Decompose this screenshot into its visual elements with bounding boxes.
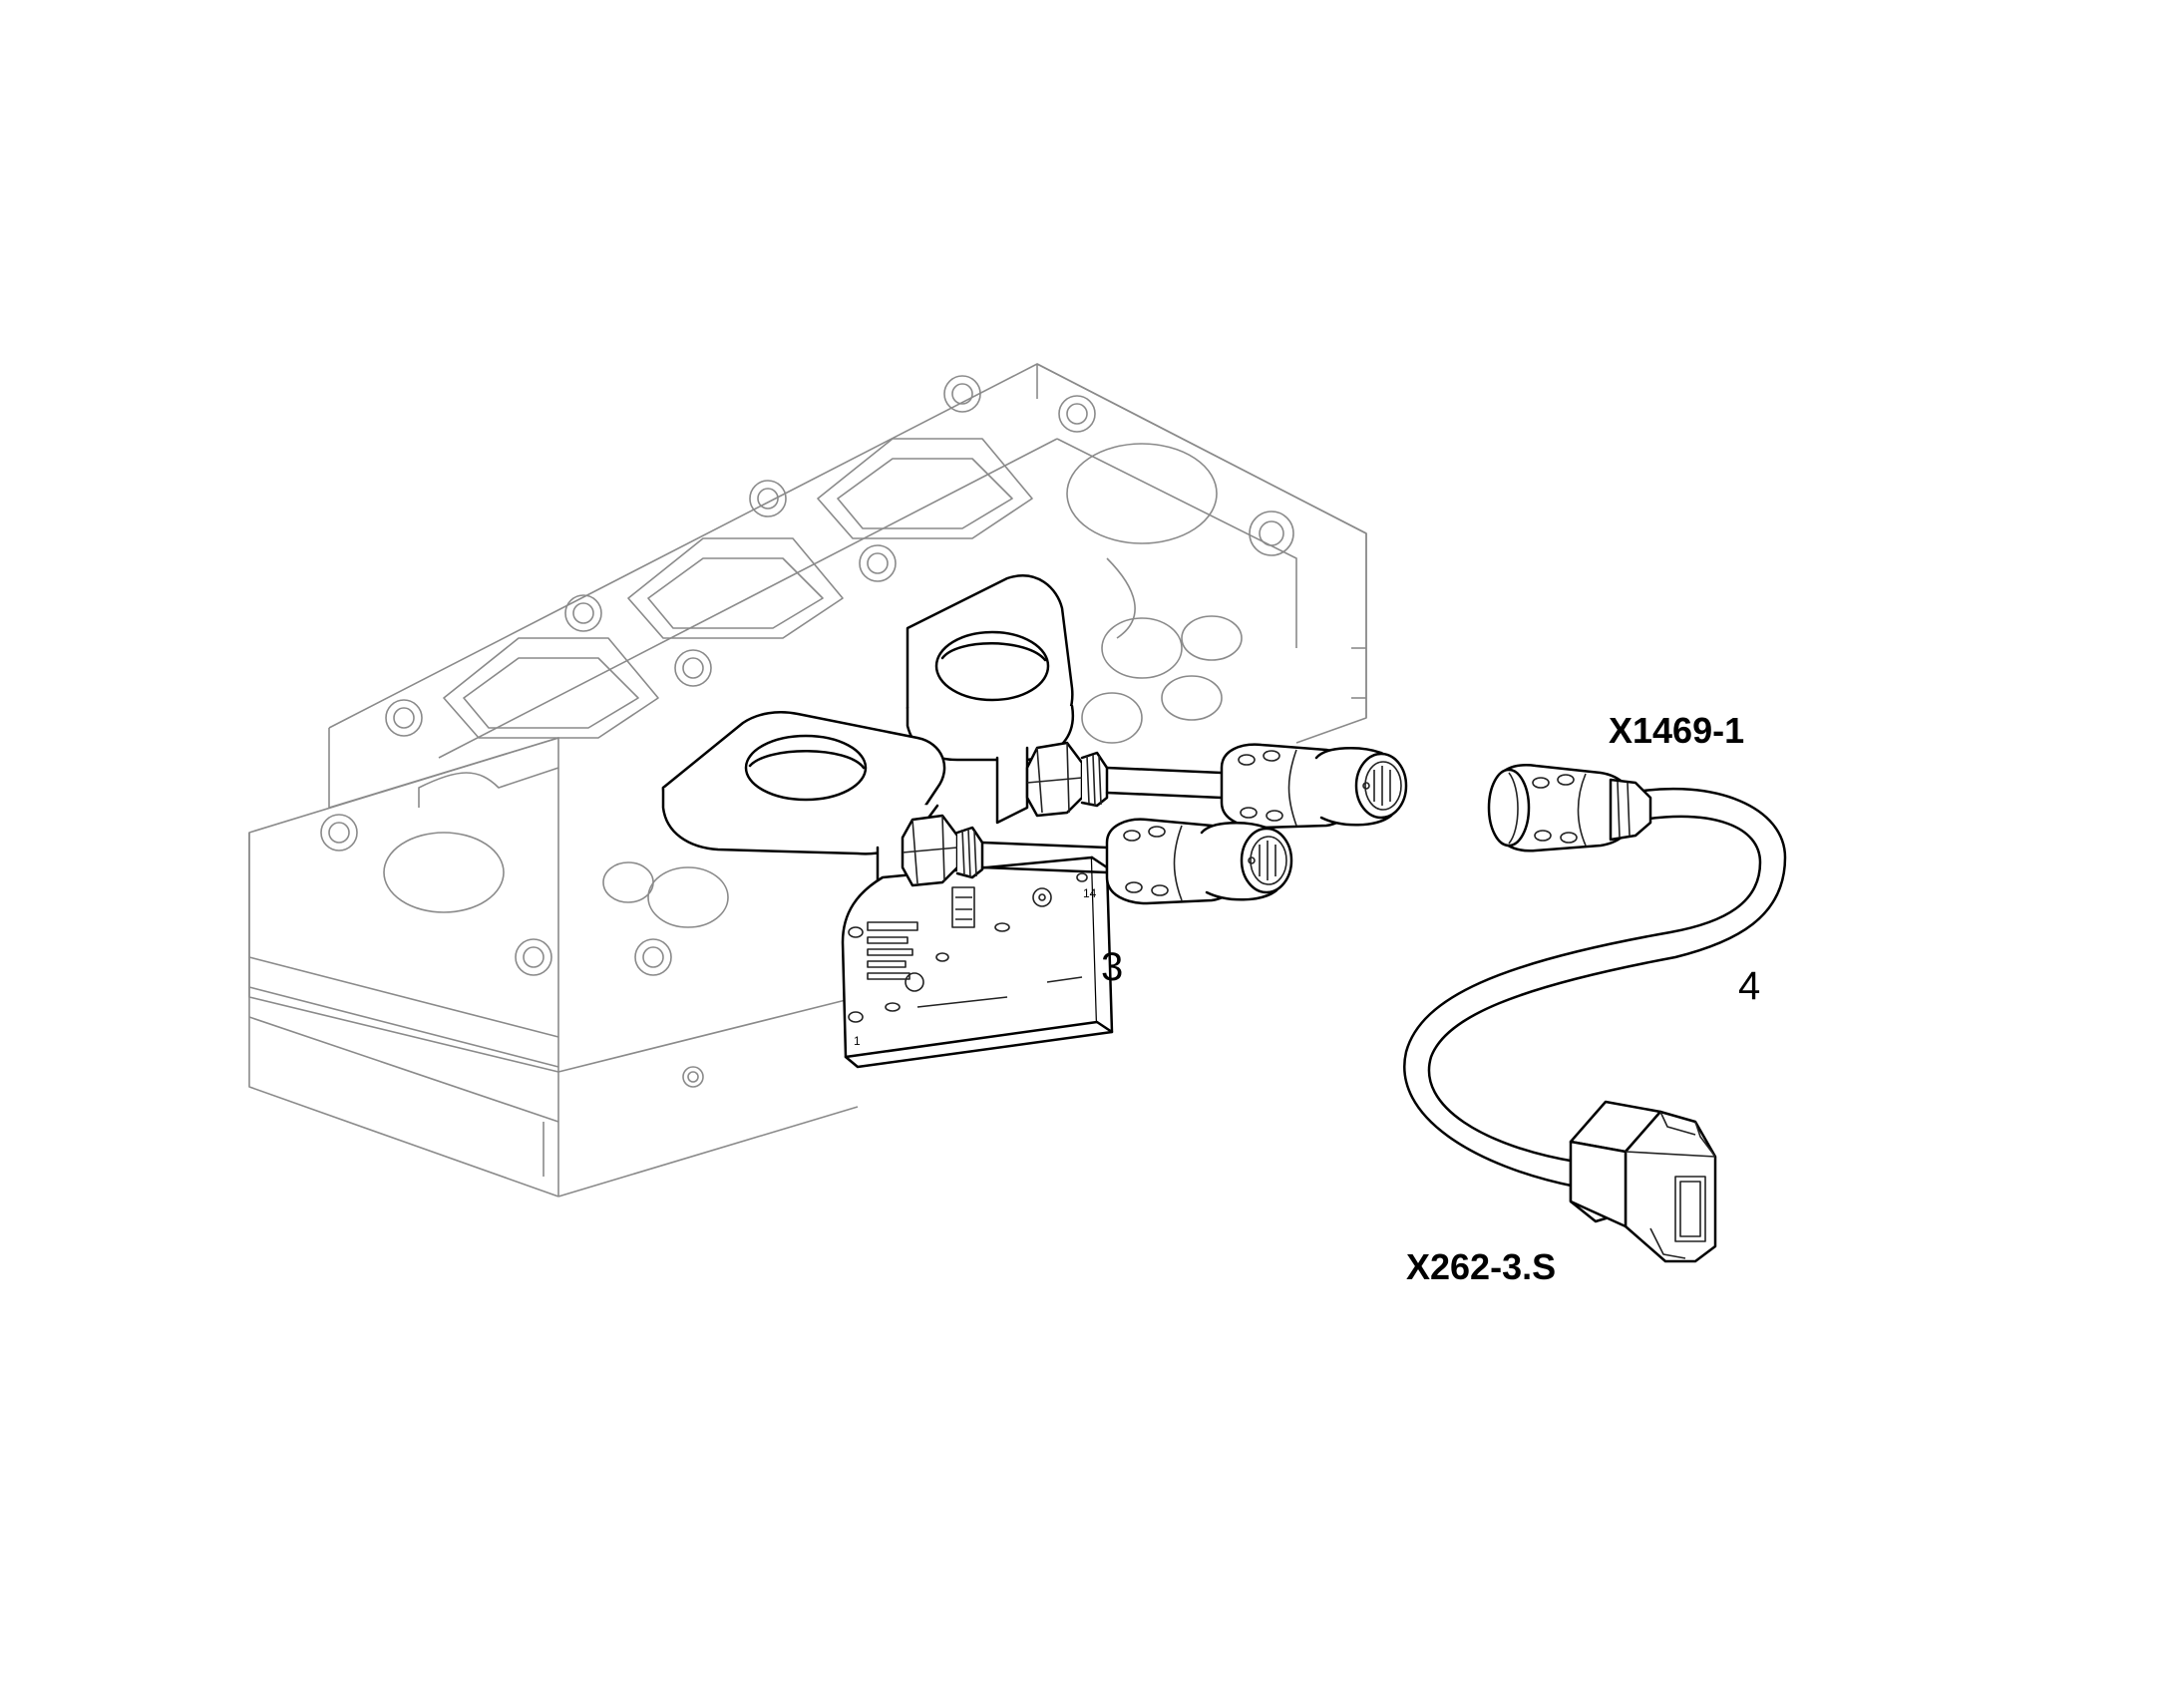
plate-digit-left: 1: [854, 1034, 861, 1048]
label-connector-x1469-1: X1469-1: [1609, 710, 1744, 751]
sensor-bracket-assembly: 1 14: [661, 574, 1408, 1069]
engine-block: [248, 363, 1367, 1197]
cable-gland-lower: [901, 814, 984, 887]
label-part-3: 3: [1101, 945, 1123, 989]
harness-round-connector: [1487, 764, 1652, 853]
round-connector-lower: [1105, 818, 1293, 905]
harness-rectangular-connector: [1569, 1100, 1717, 1263]
cable-gland-upper: [1025, 741, 1109, 818]
round-connector-upper: [1220, 743, 1408, 830]
plate-digit-right: 14: [1083, 886, 1097, 900]
cable-harness: [1403, 764, 1787, 1263]
label-part-4: 4: [1738, 964, 1760, 1008]
label-connector-x262-3s: X262-3.S: [1406, 1246, 1556, 1287]
